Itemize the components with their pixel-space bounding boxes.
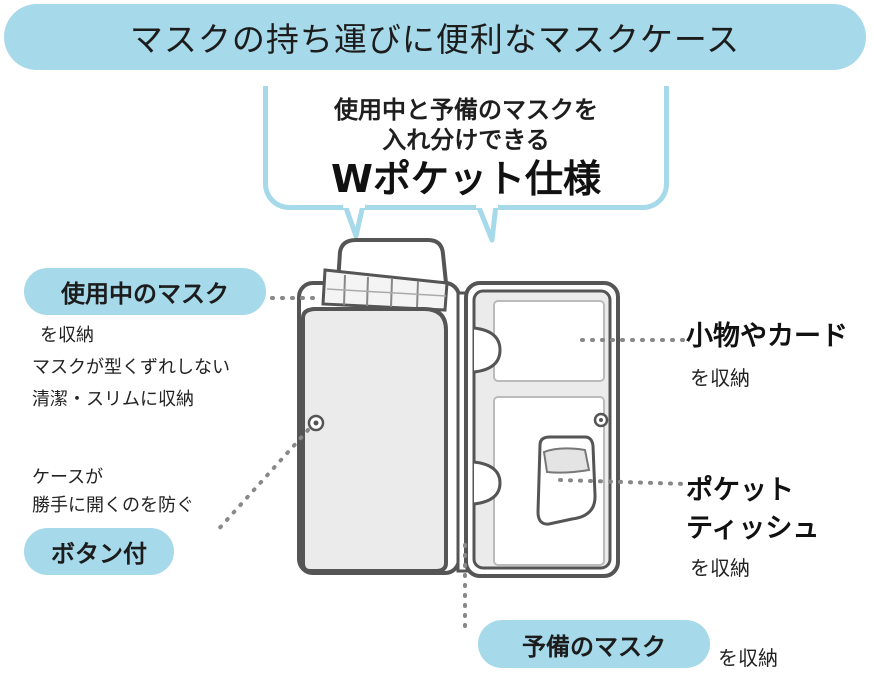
notch-lower <box>473 460 502 506</box>
small-items-desc: を収納 <box>690 366 750 390</box>
mask-ear-loop <box>336 238 448 284</box>
callout-headline: Wポケット仕様 <box>331 157 601 201</box>
tissue-label-2: ティッシュ <box>686 513 820 544</box>
page-title: マスクの持ち運びに便利なマスクケース <box>129 20 741 59</box>
spare-mask-label: 予備のマスク <box>478 620 710 668</box>
callout-tail-left <box>342 202 366 239</box>
tissue-label-1: ポケット <box>686 475 794 506</box>
in-use-mask-label: 使用中のマスク <box>24 268 266 315</box>
callout-tail-right <box>475 202 499 243</box>
snap-button-icon <box>307 414 325 432</box>
callout-line-2: 入れ分けできる <box>382 126 550 154</box>
right-snap-icon <box>593 412 609 428</box>
spare-mask-desc: を収納 <box>718 646 778 670</box>
callout-line-1: 使用中と予備のマスクを <box>334 96 598 124</box>
notch-upper <box>473 326 502 374</box>
in-use-mask-desc-3: 清潔・スリムに収納 <box>32 389 194 410</box>
pocket-tissue-icon <box>536 435 597 526</box>
title-banner: マスクの持ち運びに便利なマスクケース <box>4 4 866 70</box>
in-use-mask-desc-2: マスクが型くずれしない <box>32 357 230 378</box>
left-front-pocket <box>301 307 448 573</box>
button-desc-2: 勝手に開くのを防ぐ <box>32 495 194 516</box>
card-slot <box>493 300 605 382</box>
in-use-mask <box>321 268 449 312</box>
in-use-mask-desc-1: を収納 <box>40 325 94 346</box>
button-feature-label: ボタン付 <box>24 528 174 575</box>
feature-callout: 使用中と予備のマスクを 入れ分けできる Wポケット仕様 <box>263 86 669 210</box>
small-items-label: 小物やカード <box>686 321 848 352</box>
button-desc-1: ケースが <box>32 467 104 488</box>
tissue-desc: を収納 <box>690 556 750 580</box>
